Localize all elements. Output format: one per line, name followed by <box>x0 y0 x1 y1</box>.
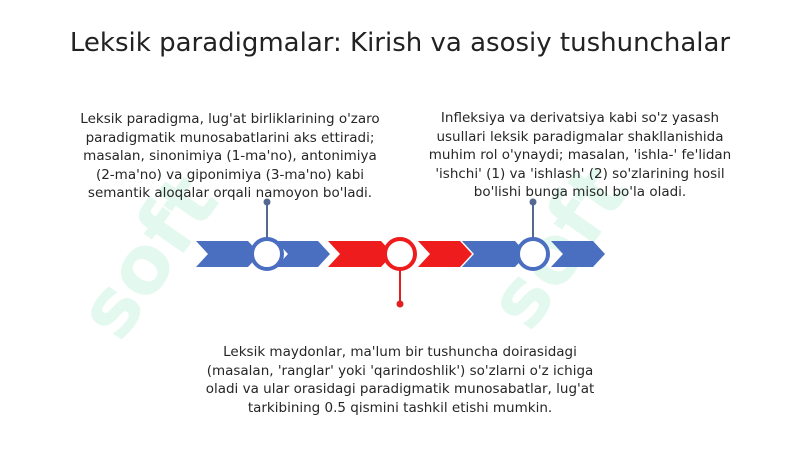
arrow-segment-2 <box>276 241 330 267</box>
text-line: (2-ma'no) va giponimiya (3-ma'no) kabi <box>95 166 365 183</box>
marker-left <box>250 237 284 271</box>
connector-dot-right <box>529 198 537 206</box>
text-line: (masalan, 'ranglar' yoki 'qarindoshlik')… <box>206 362 594 379</box>
text-block-right: Infleksiya va derivatsiya kabi so'z yasa… <box>400 109 760 202</box>
text-line: muhim rol o'ynaydi; masalan, 'ishla-' fe… <box>428 147 732 163</box>
arrow-segment-3 <box>328 241 393 267</box>
page-title: Leksik paradigmalar: Kirish va asosiy tu… <box>69 28 731 58</box>
marker-center <box>383 237 417 271</box>
arrow-segment-1 <box>196 241 260 267</box>
text-line: Leksik maydonlar, ma'lum bir tushuncha d… <box>223 344 577 360</box>
connector-dot-center <box>396 300 404 308</box>
text-line: usullari leksik paradigmalar shakllanish… <box>436 128 724 145</box>
marker-right <box>516 237 550 271</box>
text-line: Leksik paradigma, lug'at birliklarining … <box>80 111 380 127</box>
text-line: 'ishchi' (1) va 'ishlash' (2) so'zlarini… <box>435 165 725 182</box>
text-line: semantik aloqalar orqali namoyon bo'ladi… <box>87 185 373 201</box>
text-line: masalan, sinonimiya (1-ma'no), antonimiy… <box>83 148 377 164</box>
connector-dot-left <box>263 198 271 206</box>
text-line: oladi va ular orasidagi paradigmatik mun… <box>205 381 595 397</box>
text-line: bo'lishi bunga misol bo'la oladi. <box>473 184 687 200</box>
text-line: Infleksiya va derivatsiya kabi so'z yasa… <box>440 110 720 126</box>
text-line: paradigmatik munosabatlarini aks ettirad… <box>85 129 375 146</box>
arrow-segment-6 <box>551 241 605 267</box>
text-line: tarkibining 0.5 qismini tashkil etishi m… <box>247 399 553 416</box>
arrow-segment-4 <box>418 241 472 267</box>
text-block-bottom: Leksik maydonlar, ma'lum bir tushuncha d… <box>150 343 650 417</box>
text-block-left: Leksik paradigma, lug'at birliklarining … <box>30 110 430 203</box>
arrow-segment-5 <box>462 241 527 267</box>
